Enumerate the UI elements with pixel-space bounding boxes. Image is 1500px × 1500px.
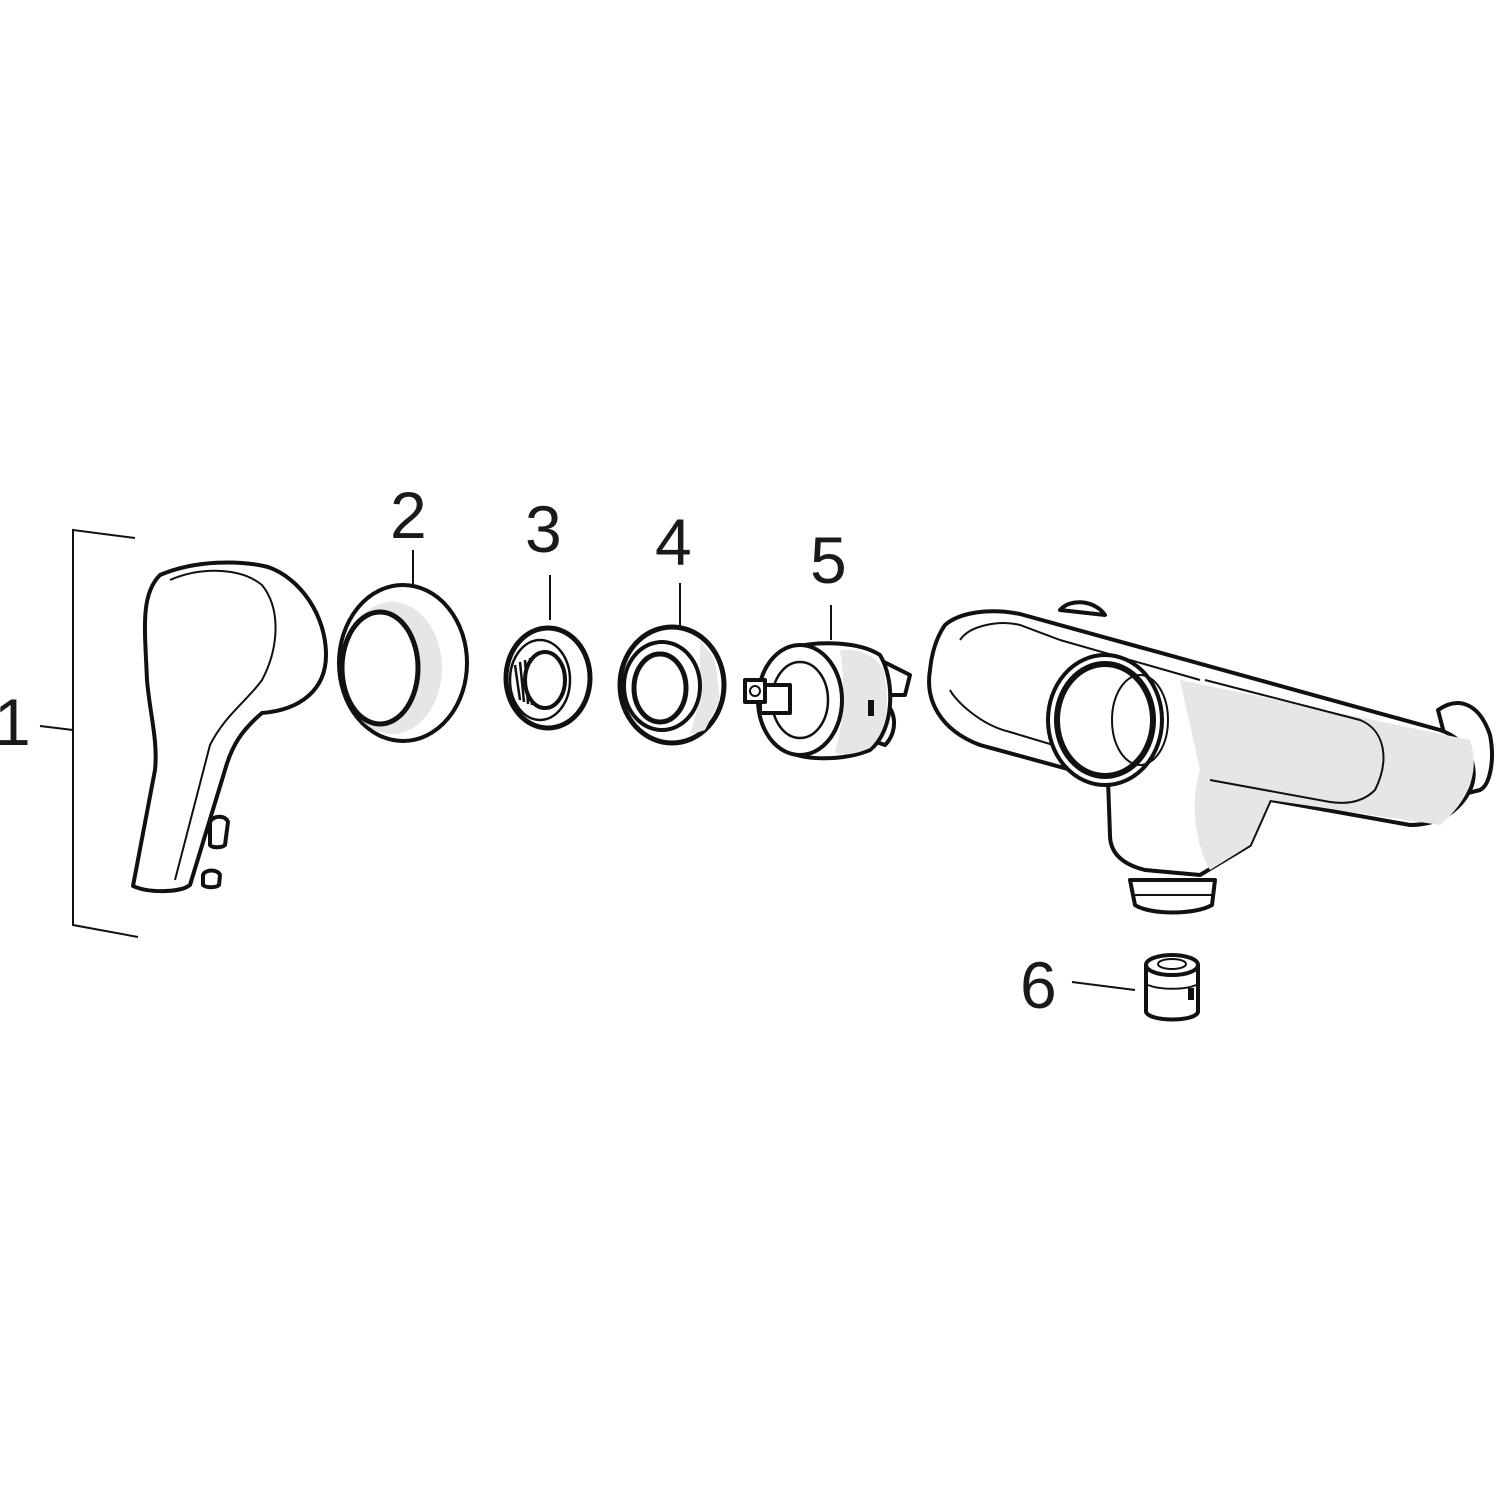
callout-label-6: 6 xyxy=(1020,948,1057,1022)
callout-label-3: 3 xyxy=(525,492,562,566)
mixer-body xyxy=(927,600,1494,915)
set-screw xyxy=(208,814,230,850)
screw-cap xyxy=(201,868,222,890)
callout-label-1: 1 xyxy=(0,685,31,759)
aerator-insert xyxy=(1144,963,1200,1022)
leader-line-1 xyxy=(39,725,74,731)
part-5-group: 5 xyxy=(743,523,912,761)
outlet-thread xyxy=(1128,878,1217,915)
leader-line-6 xyxy=(1071,981,1136,991)
callout-label-2: 2 xyxy=(390,478,427,552)
part-4-group: 4 xyxy=(617,505,727,746)
callout-label-5: 5 xyxy=(810,523,847,597)
callout-label-4: 4 xyxy=(655,505,692,579)
part-3-group: 3 xyxy=(503,492,593,731)
part-2-group: 2 xyxy=(337,478,469,743)
bracket-line xyxy=(72,528,139,938)
lever-handle-body xyxy=(131,560,328,894)
part-6-group: 6 xyxy=(1020,948,1200,1022)
part-1-group: 1 xyxy=(0,528,328,938)
